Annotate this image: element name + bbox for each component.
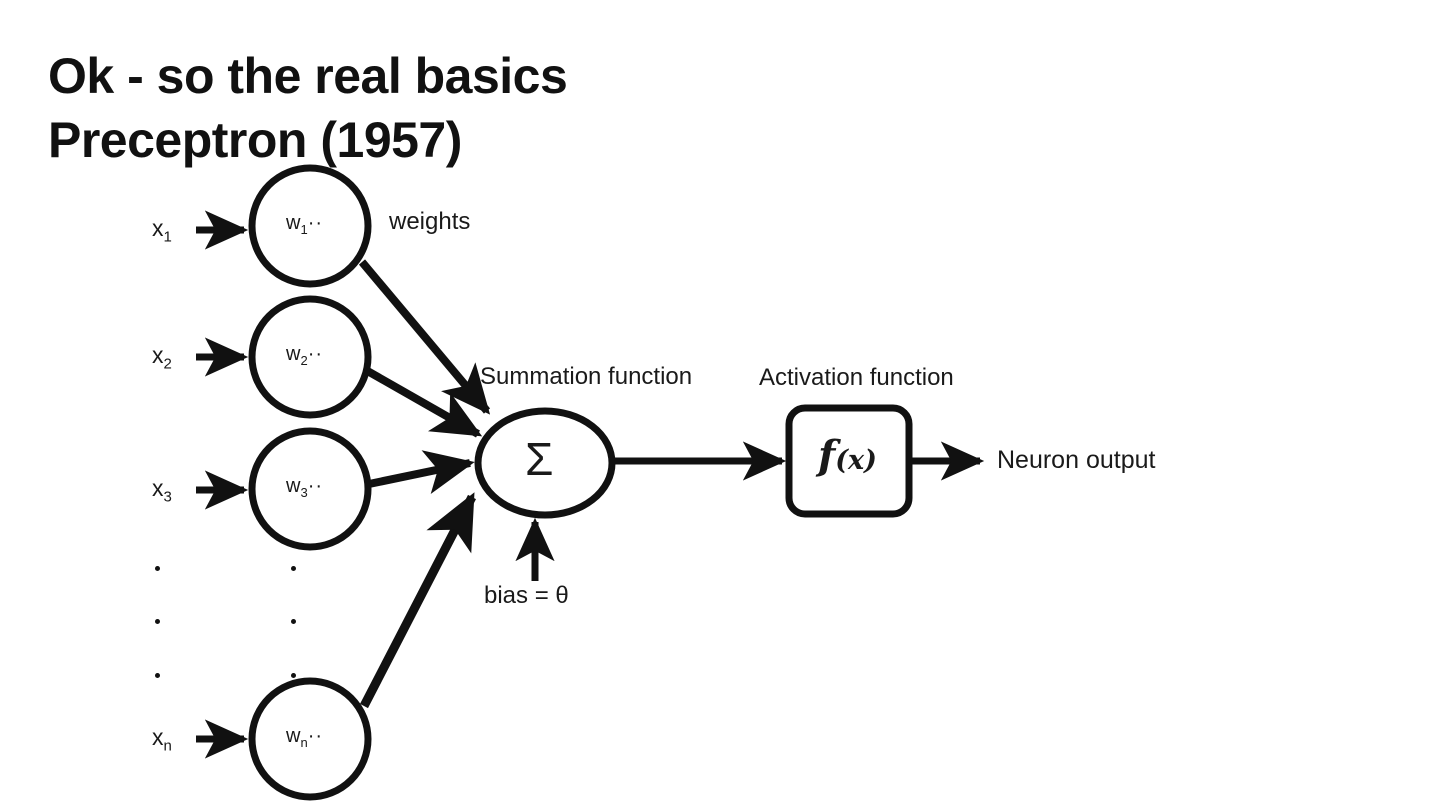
weight-edge-2 [362, 365, 483, 438]
input-label-x2: x2 [152, 342, 172, 373]
weight-edge-3 [368, 450, 475, 495]
summation-function-caption: Summation function [480, 363, 693, 390]
input-arrows [196, 210, 249, 759]
input-label-xn: xn [152, 724, 172, 755]
weight-edges [358, 259, 491, 709]
ellipsis-dot-right-1 [291, 566, 296, 571]
weight-label-w2: w2·· [286, 343, 324, 368]
weight-node-n [248, 677, 372, 801]
weight-circles [248, 164, 372, 801]
page-title: Ok - so the real basics Preceptron (1957… [48, 44, 948, 172]
weight-label-wn: wn·· [286, 725, 324, 750]
weight-node-1 [248, 164, 372, 288]
ellipsis-dot-right-2 [291, 619, 296, 624]
activation-function-caption: Activation function [759, 364, 954, 391]
ellipsis-dot-left-1 [155, 566, 160, 571]
weights-caption: weights [389, 208, 471, 235]
title-line-2: Preceptron (1957) [48, 112, 462, 168]
weight-label-w1: w1·· [286, 212, 324, 237]
input-label-x1: x1 [152, 215, 172, 246]
ellipsis-dot-left-2 [155, 619, 160, 624]
ellipsis-dot-left-3 [155, 673, 160, 678]
activation-symbol: f(x) [818, 432, 877, 479]
neuron-output-caption: Neuron output [997, 446, 1156, 474]
ellipsis-dot-right-3 [291, 673, 296, 678]
weight-node-3 [248, 427, 372, 551]
bias-caption: bias = θ [484, 582, 569, 609]
title-line-1: Ok - so the real basics [48, 48, 568, 104]
weight-edge-n [360, 492, 476, 709]
weight-edge-1 [358, 259, 491, 415]
weight-label-w3: w3·· [286, 475, 324, 500]
summation-symbol: Σ [525, 433, 554, 485]
input-label-x3: x3 [152, 475, 172, 506]
weight-node-2 [248, 295, 372, 419]
